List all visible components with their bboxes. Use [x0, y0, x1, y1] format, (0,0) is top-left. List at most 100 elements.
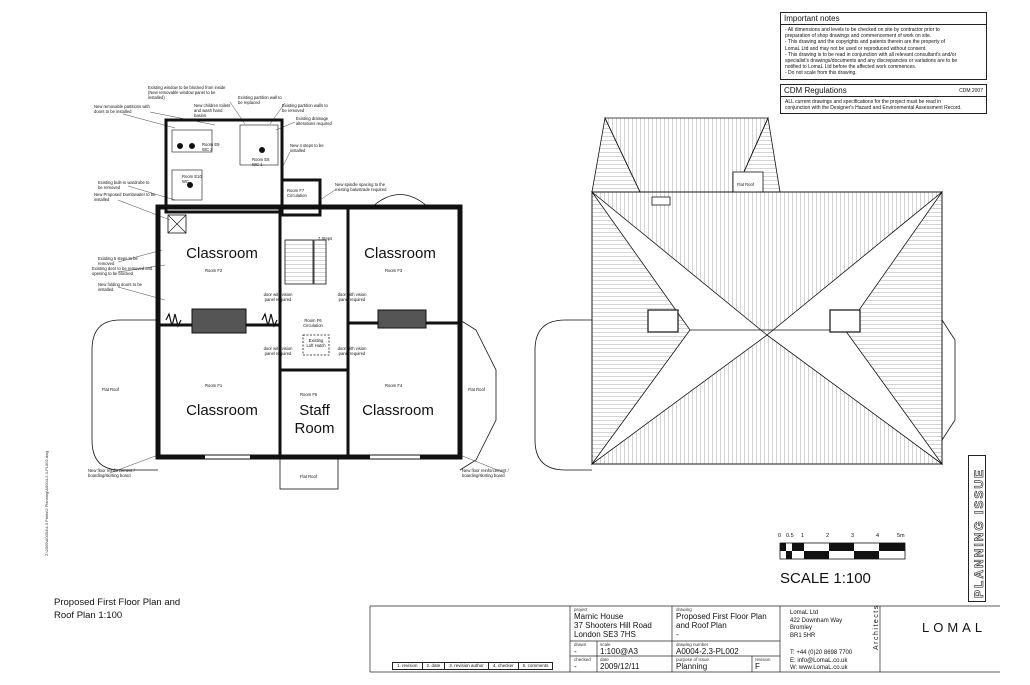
- checked-cell: checked -: [574, 657, 591, 671]
- date-cell: date 2009/12/11: [600, 657, 640, 671]
- project-name: Marnic House: [574, 612, 624, 621]
- important-notes-box: Important notes - All dimensions and lev…: [780, 12, 987, 80]
- title-block-grid: [369, 605, 1000, 673]
- bay-left: [91, 319, 158, 471]
- project-cell: project Marnic House 37 Shooters Hill Ro…: [574, 607, 652, 639]
- note-line: - All dimensions and levels to be checke…: [785, 27, 940, 33]
- roof-east-slope: [844, 190, 943, 466]
- cdm-ref: CDM 2007: [959, 88, 983, 94]
- loft-hatch: [302, 334, 330, 356]
- roof-west-slope: [591, 190, 691, 466]
- stairs: [313, 239, 327, 285]
- room-label-classroom-f3: Classroom: [364, 245, 436, 262]
- scale-tick: 1: [801, 533, 805, 539]
- radiator: [165, 312, 182, 328]
- file-path: Z:\2009\A0004\4.3 Prints\2 Planning\A000…: [44, 450, 49, 556]
- room-ref-e8: Room E8 WC 1: [252, 157, 270, 167]
- annotation: Existing window to be blocked from insid…: [148, 85, 226, 100]
- drawn-cell: drawn -: [574, 642, 587, 656]
- architects-label: Architects: [873, 604, 880, 650]
- room-label-room: Room: [294, 420, 335, 437]
- door-note: door with vision panel required: [337, 346, 367, 356]
- revision-cell: revision F: [755, 657, 771, 671]
- drawing-cell: drawing Proposed First Floor Plan and Ro…: [676, 607, 767, 639]
- bay-right: [459, 319, 497, 471]
- wc-fixture: [177, 143, 183, 149]
- drawing-title-line: Roof Plan 1:100: [54, 610, 123, 621]
- annotation: Existing built-in wardrobe to be removed: [98, 180, 150, 190]
- first-floor-plan: [91, 101, 506, 490]
- wc-fixture: [189, 143, 195, 149]
- drawing-number-cell: drawing number A0004-2.3-PL002: [676, 642, 739, 656]
- scale-tick: 3: [851, 533, 855, 539]
- flat-roof-label: Flat Roof: [102, 387, 119, 392]
- room-ref-f2: Room F2: [205, 268, 223, 273]
- flat-roof-bottom: [279, 456, 339, 490]
- annotation: New floor reinforcement / boarding/skirt…: [88, 468, 135, 478]
- cdm-line: conjunction with the Designer's Hazard a…: [785, 105, 962, 112]
- scale-tick: 4: [876, 533, 880, 539]
- room-label-staff: Staff: [299, 402, 330, 419]
- purpose-cell: purpose of issue Planning: [676, 657, 710, 671]
- cdm-title: CDM Regulations: [784, 86, 847, 95]
- room-ref-f3: Room F3: [385, 268, 403, 273]
- roof-south-slope: [590, 334, 944, 465]
- annotation: New folding doors to be installed: [98, 282, 142, 292]
- cdm-line: ALL current drawings and specifications …: [785, 99, 942, 105]
- company-address: LomaL Ltd 422 Downham Way Bromley BR1 5H…: [790, 610, 843, 639]
- chimney-breast: [377, 309, 427, 329]
- scale-tick: 0.5: [786, 533, 794, 539]
- flat-roof-label: Flat Roof: [300, 474, 317, 479]
- project-address: London SE3 7HS: [574, 630, 636, 639]
- scale-tick: 0: [778, 533, 782, 539]
- revision-col: 5. comments: [517, 662, 554, 670]
- note-line: - Do not scale from this drawing.: [785, 70, 857, 77]
- drawing-title: Proposed First Floor Plan and Roof Plan …: [54, 596, 180, 622]
- annotation: New 4 steps to be installed: [290, 143, 324, 153]
- door-note: door with vision panel required: [337, 292, 367, 302]
- circulation-wall: [280, 178, 322, 217]
- project-address: 37 Shooters Hill Road: [574, 621, 652, 630]
- skylight: [829, 309, 861, 333]
- toilet-block-wall: [164, 118, 284, 214]
- annotation: Existing partition walls to be removed: [282, 103, 328, 113]
- wc-fixture: [259, 147, 265, 153]
- bay-top: [371, 194, 429, 208]
- note-line: - This drawing is to be read in conjunct…: [785, 51, 957, 58]
- room-label-classroom-f1: Classroom: [186, 402, 258, 419]
- wc-fixture: [187, 182, 193, 188]
- scale-tick: 5m: [897, 533, 905, 539]
- annotation: New spindle spacing to the existing balu…: [335, 182, 387, 192]
- flat-roof-label: Flat Roof: [737, 182, 754, 187]
- flat-roof-label: Flat Roof: [468, 387, 485, 392]
- annotation: Existing partition wall to be replaced: [238, 95, 282, 105]
- dumbwaiter: [167, 214, 187, 234]
- drawing-title-line: Proposed First Floor Plan and: [54, 597, 181, 608]
- revision-col: 4. checker: [487, 662, 519, 670]
- annotation: New Proposed Dumbwaiter to be installed: [94, 192, 156, 202]
- room-ref-f7: Room F7 Circulation: [287, 188, 307, 198]
- room-ref-e10: Room E10 WC: [182, 174, 202, 184]
- scale-label: SCALE 1:100: [780, 570, 871, 587]
- important-notes-body: - All dimensions and levels to be checke…: [781, 25, 986, 79]
- stairs: [284, 239, 314, 285]
- room-ref-f5: Room F5: [300, 392, 318, 397]
- company-contact: T: +44 (0)20 8698 7700 E: info@LomaL.co.…: [790, 650, 853, 671]
- annotation: Existing drainage alterations required: [296, 116, 332, 126]
- roof-bay-right: [941, 319, 956, 441]
- radiator: [261, 312, 278, 328]
- room-ref-f6: Room F6 Circulation: [303, 318, 323, 328]
- lomal-logo: LOMAL: [922, 620, 987, 635]
- revision-col: 3. revision author: [444, 662, 489, 670]
- door-note: door with vision panel required: [263, 292, 293, 302]
- important-notes-title: Important notes: [781, 13, 986, 25]
- skylight: [647, 309, 679, 333]
- room-ref-e9: Room E9 WC 2: [202, 142, 220, 152]
- note-line: LomaL Ltd and may not be used or reprodu…: [785, 45, 927, 52]
- cdm-body: ALL current drawings and specifications …: [781, 97, 986, 113]
- annotation: New removable partitions with doors to b…: [94, 104, 150, 114]
- annotation-leaders: [109, 101, 506, 474]
- note-line: - This drawing and the copyrights and pa…: [785, 39, 946, 46]
